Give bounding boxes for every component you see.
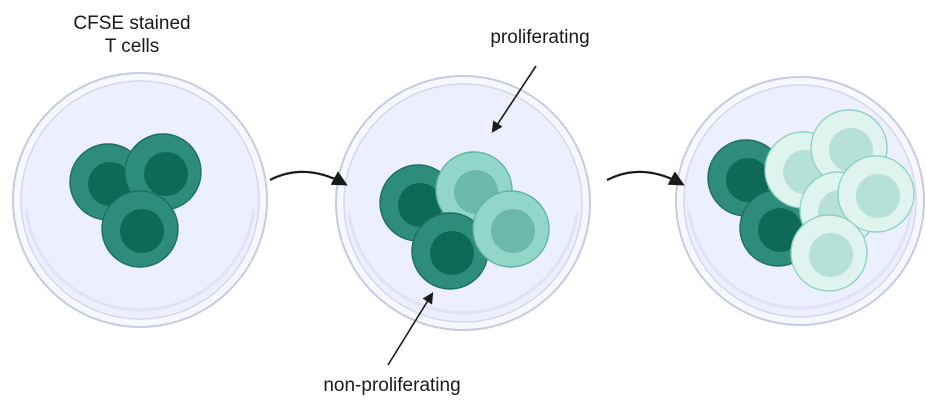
t-cell-dark [102, 191, 178, 267]
cfse-label-line-1: CFSE stained [52, 12, 212, 35]
cfse-label-line-2: T cells [52, 35, 212, 58]
non-proliferating-label: non-proliferating [302, 374, 482, 397]
t-cell-proliferating-light [791, 215, 867, 291]
t-cell-proliferating [473, 191, 549, 267]
proliferating-label: proliferating [470, 26, 610, 49]
curved-arrow-1 [270, 172, 345, 184]
cfse-label: CFSE stained T cells [52, 12, 212, 58]
curved-arrow-2 [607, 172, 682, 184]
